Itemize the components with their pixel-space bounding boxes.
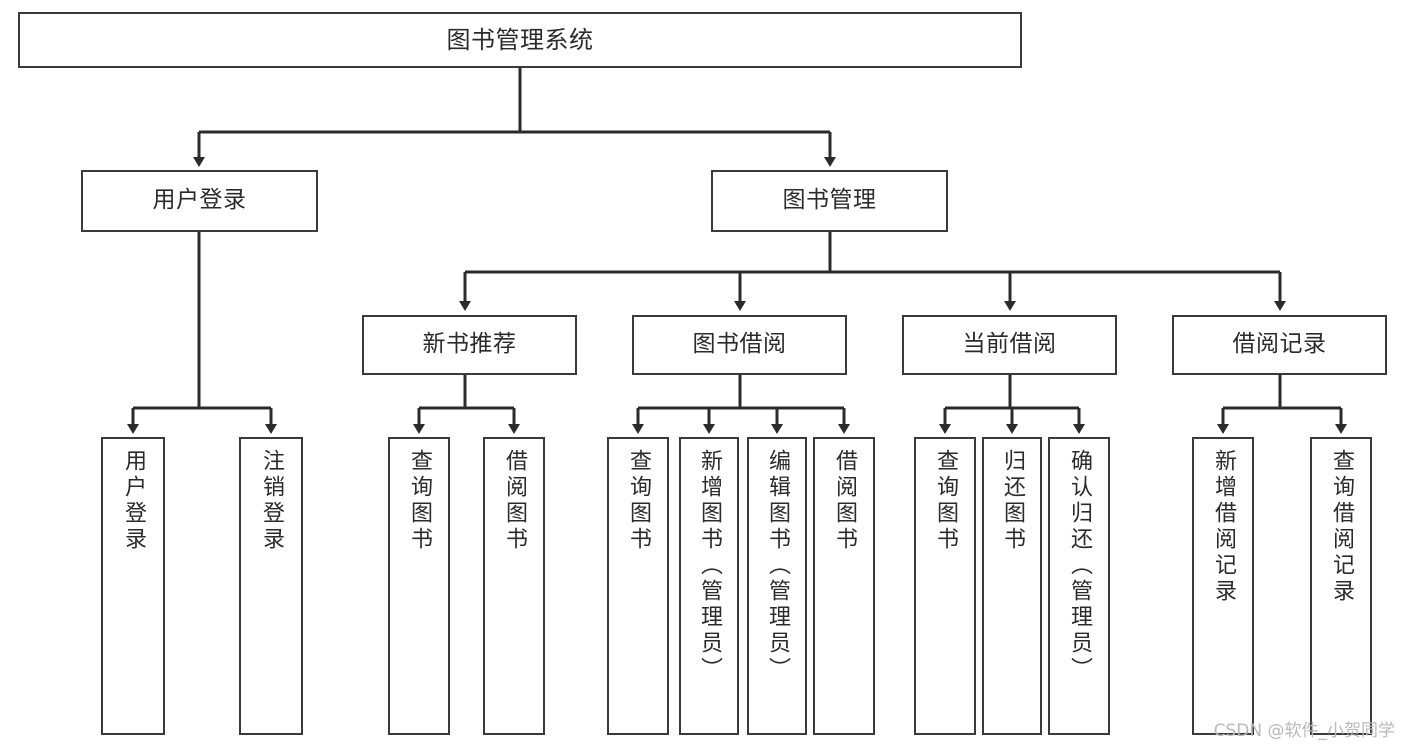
node-label: 图书借阅: [692, 331, 787, 358]
node-label: 用户登录: [152, 187, 247, 214]
leaf-logout[interactable]: 注销登录: [239, 437, 303, 735]
leaf-add-book-admin[interactable]: 新增图书（管理员）: [679, 437, 739, 735]
leaf-add-borrow-record[interactable]: 新增借阅记录: [1192, 437, 1254, 735]
node-label: 新增借阅记录: [1211, 449, 1236, 605]
leaf-confirm-return-admin[interactable]: 确认归还（管理员）: [1048, 437, 1110, 735]
node-label: 新书推荐: [422, 331, 517, 358]
node-label: 查询图书: [407, 449, 432, 553]
leaf-query-book-current[interactable]: 查询图书: [914, 437, 976, 735]
node-new-book-recommendation[interactable]: 新书推荐: [362, 315, 577, 375]
leaf-user-login[interactable]: 用户登录: [101, 437, 165, 735]
node-current-borrowing[interactable]: 当前借阅: [902, 315, 1117, 375]
node-label: 编辑图书（管理员）: [765, 449, 790, 683]
leaf-query-book-new-book[interactable]: 查询图书: [388, 437, 450, 735]
node-label: 借阅图书: [832, 449, 857, 553]
leaf-query-borrow-record[interactable]: 查询借阅记录: [1310, 437, 1372, 735]
node-label: 注销登录: [259, 449, 284, 553]
leaf-borrow-book-borrowing[interactable]: 借阅图书: [813, 437, 875, 735]
node-label: 图书管理: [782, 187, 877, 214]
node-user-login[interactable]: 用户登录: [81, 170, 318, 232]
node-label: 查询借阅记录: [1329, 449, 1354, 605]
node-root-book-management-system[interactable]: 图书管理系统: [18, 12, 1022, 68]
leaf-edit-book-admin[interactable]: 编辑图书（管理员）: [747, 437, 807, 735]
leaf-borrow-book-new-book[interactable]: 借阅图书: [483, 437, 545, 735]
node-label: 新增图书（管理员）: [697, 449, 722, 683]
leaf-return-book[interactable]: 归还图书: [982, 437, 1042, 735]
node-label: 用户登录: [121, 449, 146, 553]
node-label: 图书管理系统: [446, 25, 594, 54]
node-label: 借阅记录: [1232, 331, 1327, 358]
node-label: 借阅图书: [502, 449, 527, 553]
node-book-management[interactable]: 图书管理: [711, 170, 948, 232]
node-label: 当前借阅: [962, 331, 1057, 358]
node-book-borrowing[interactable]: 图书借阅: [632, 315, 847, 375]
node-label: 确认归还（管理员）: [1067, 449, 1092, 683]
node-label: 归还图书: [1000, 449, 1025, 553]
leaf-query-book-borrowing[interactable]: 查询图书: [607, 437, 669, 735]
node-label: 查询图书: [933, 449, 958, 553]
node-borrowing-record[interactable]: 借阅记录: [1172, 315, 1387, 375]
node-label: 查询图书: [626, 449, 651, 553]
